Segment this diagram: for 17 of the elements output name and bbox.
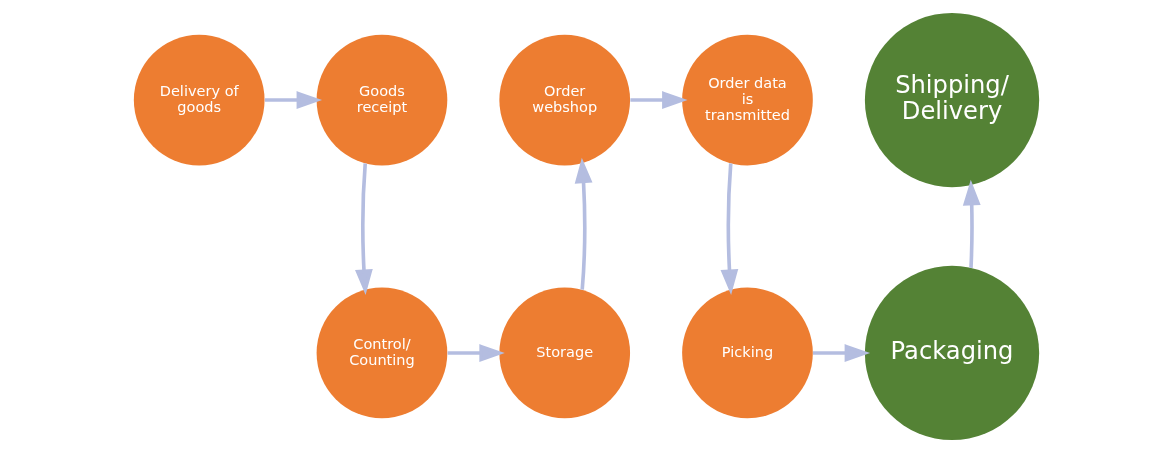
node-circle: Delivery of goods bbox=[133, 34, 265, 166]
arrow bbox=[355, 163, 373, 295]
node-circle: Control/ Counting bbox=[316, 287, 448, 419]
arrow bbox=[447, 344, 505, 362]
arrow bbox=[264, 91, 323, 109]
arrow bbox=[630, 91, 688, 109]
arrow bbox=[962, 179, 981, 268]
node-circle: Packaging bbox=[864, 265, 1040, 441]
node-circle: Order data is transmitted bbox=[682, 34, 813, 166]
arrow bbox=[574, 157, 593, 290]
node-circle: Shipping/ Delivery bbox=[864, 12, 1040, 188]
node-circle: Picking bbox=[682, 287, 813, 419]
node-circle: Order webshop bbox=[499, 34, 631, 166]
node-circle: Goods receipt bbox=[316, 34, 448, 166]
node-circle: Storage bbox=[499, 287, 631, 419]
arrow bbox=[813, 344, 871, 362]
arrow bbox=[720, 163, 739, 295]
